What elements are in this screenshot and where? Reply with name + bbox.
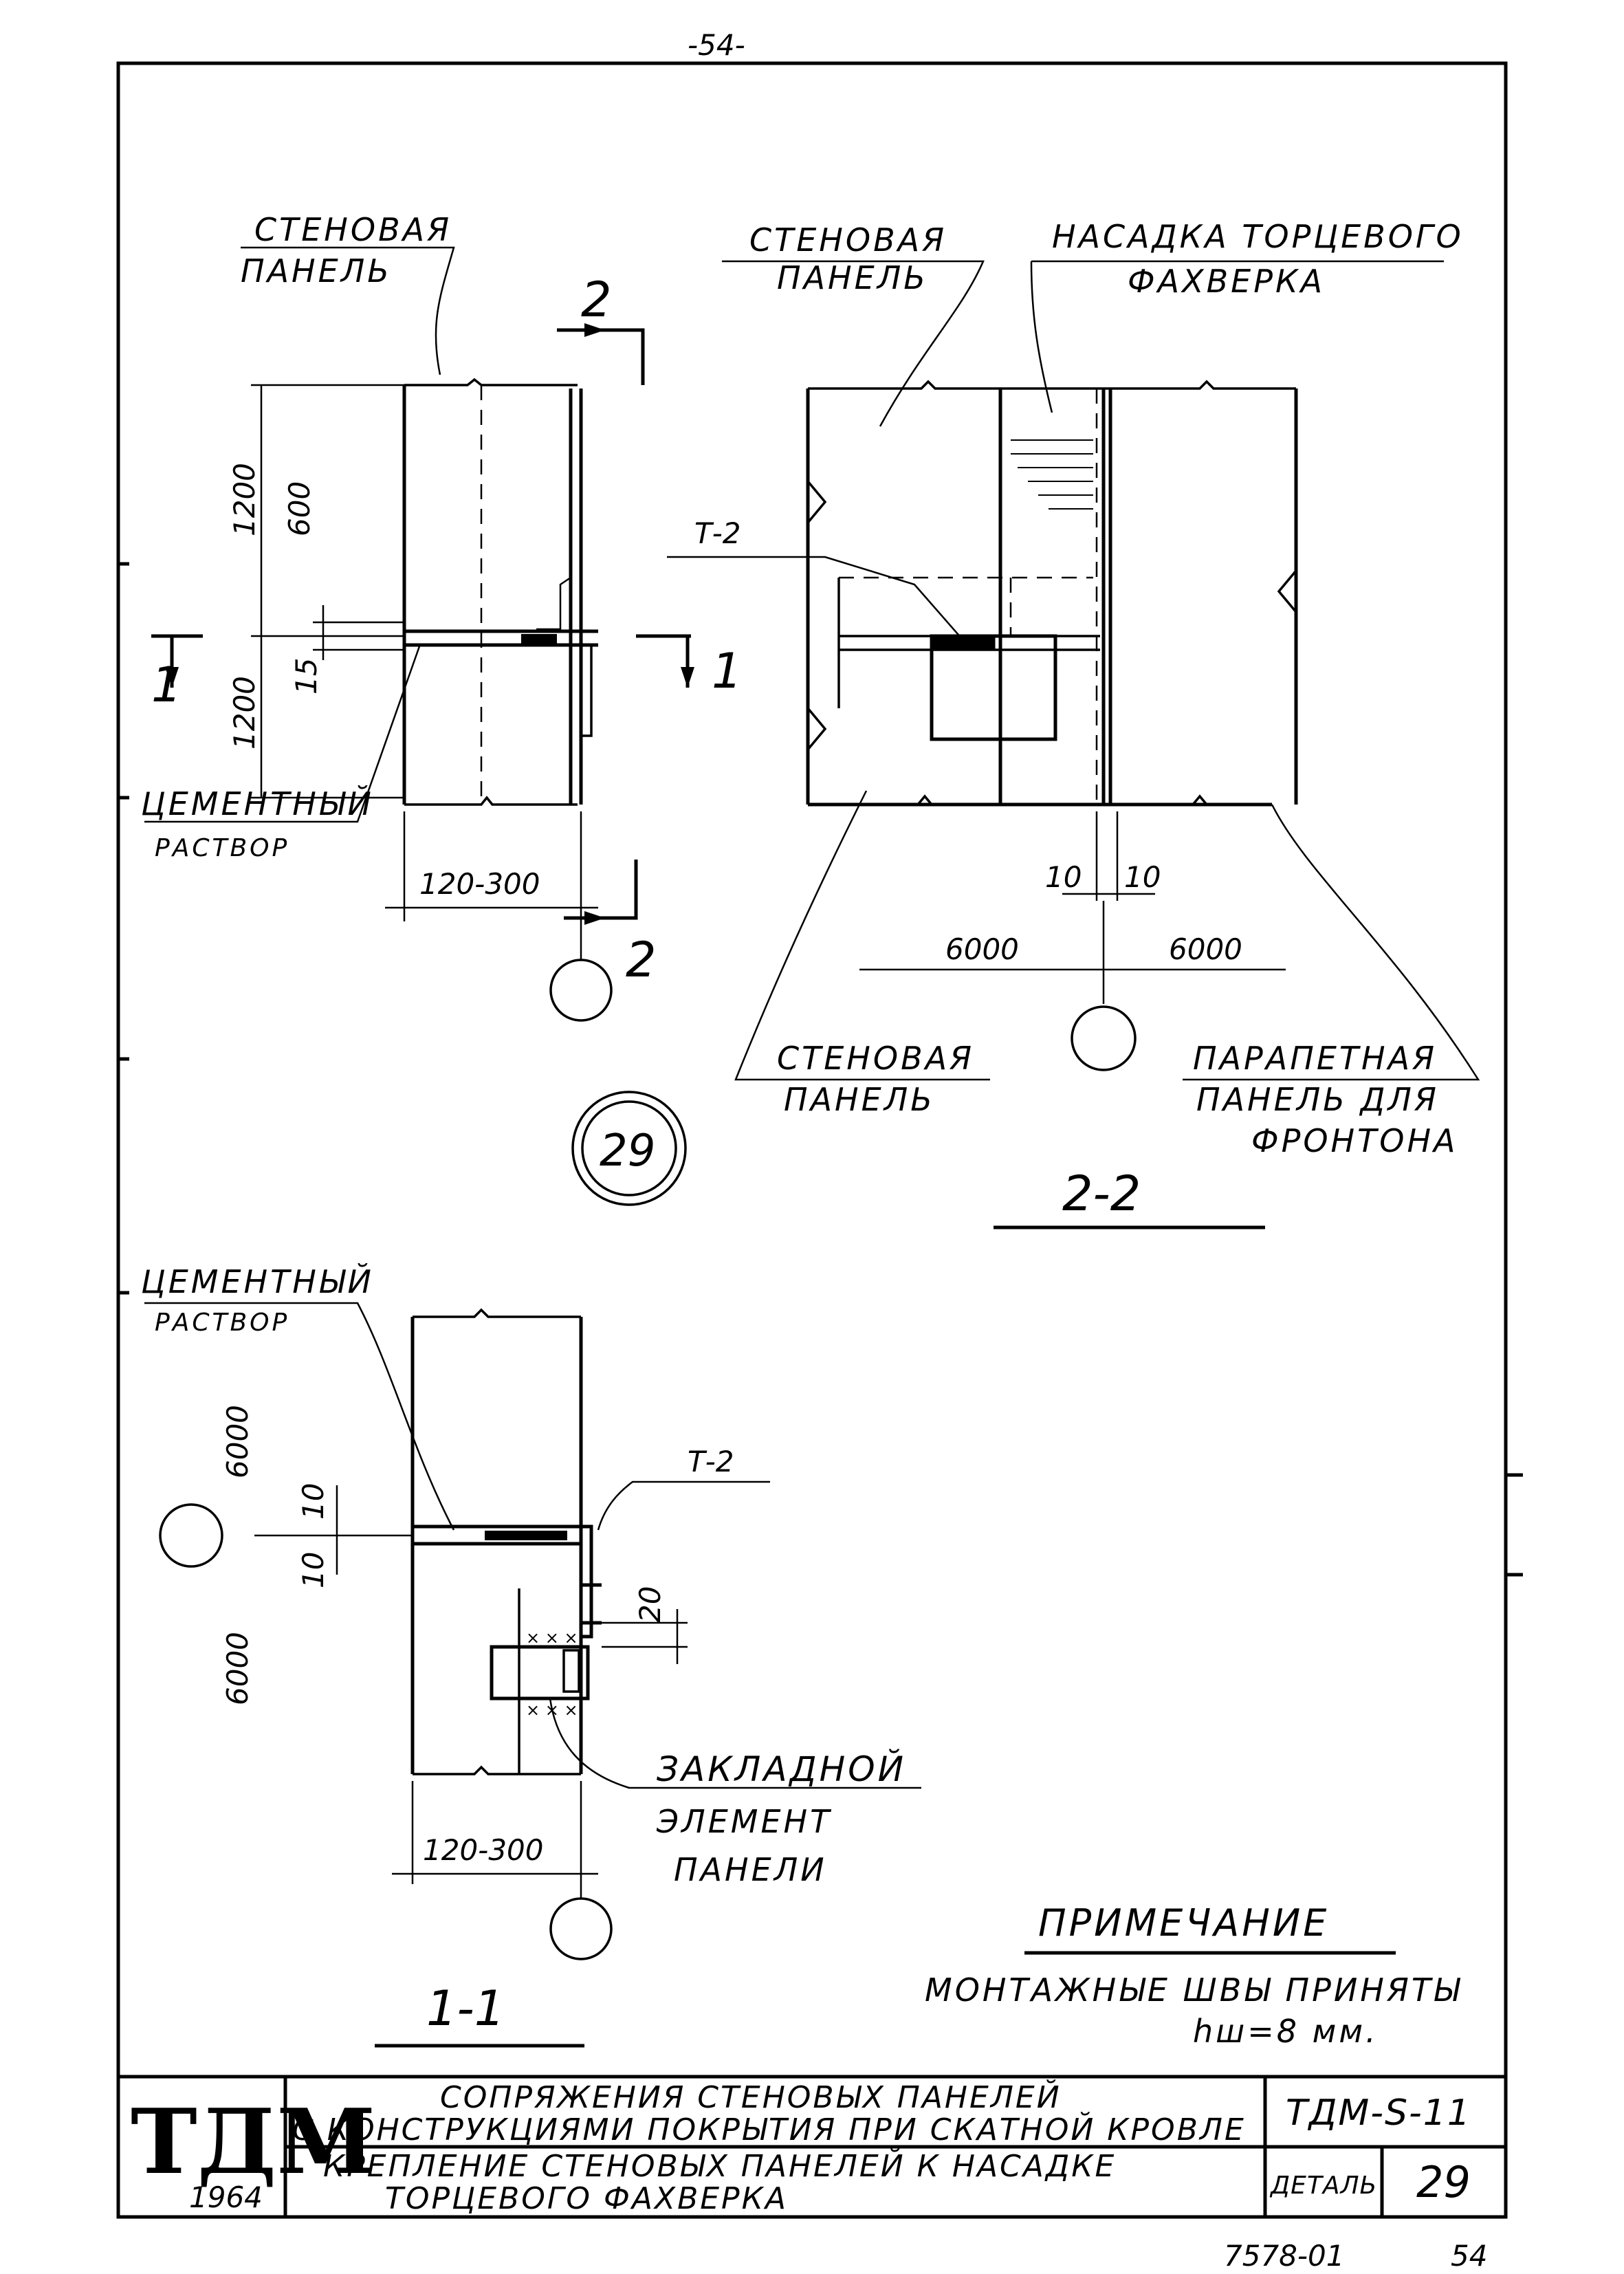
detail-number-circle: 29 [571, 1091, 687, 1206]
axis-bubble-1-1-left [159, 1503, 223, 1568]
label-wall-panel-l2: ПАНЕЛЬ [241, 252, 392, 289]
label-nasadka-l1: НАСАДКА ТОРЦЕВОГО [1052, 218, 1464, 255]
section-title-1-1: 1-1 [426, 1980, 505, 2037]
dim-gap-right: 10 [1124, 860, 1161, 894]
sheet-number-bottom: 54 [1451, 2239, 1487, 2273]
nasadka-hatch [1011, 439, 1093, 510]
section-2-2: Т-2 10 10 6000 6000 СТЕНОВАЯ ПАНЕЛЬ НАСА… [667, 218, 1480, 1229]
label-11-mortar-l2: РАСТВОР [155, 1309, 289, 1337]
note-line-1: МОНТАЖНЫЕ ШВЫ ПРИНЯТЫ [925, 1971, 1462, 2009]
svg-text:29: 29 [600, 1126, 655, 1177]
label-22-wall-bottom-l1: СТЕНОВАЯ [777, 1040, 974, 1077]
dim-6000-bottom: 6000 [221, 1632, 254, 1705]
label-22-wall-top-l1: СТЕНОВАЯ [749, 221, 947, 259]
title-block-code: ТДМ-S-11 [1286, 2092, 1471, 2134]
dim-6000-top: 6000 [221, 1405, 254, 1478]
label-mortar-l2: РАСТВОР [155, 834, 289, 862]
dim-width-top: 120-300 [419, 867, 540, 901]
title-block-detail-label: ДЕТАЛЬ [1269, 2172, 1377, 2200]
cut-mark-2-bottom: 2 [626, 932, 657, 988]
title-line-1: СОПРЯЖЕНИЯ СТЕНОВЫХ ПАНЕЛЕЙ [440, 2079, 1062, 2115]
section-top-left: 1200 600 1200 15 120-300 2 2 1 1 СТЕНОВА… [141, 211, 743, 1022]
section-1-1: × × × × × × 6000 6000 10 10 20 120-300 Ц… [141, 1263, 921, 2048]
svg-text:× × ×: × × × [526, 1628, 578, 1648]
label-11-mortar-l1: ЦЕМЕНТНЫЙ [141, 1263, 374, 1300]
label-embedded-l2: ЭЛЕМЕНТ [656, 1803, 832, 1840]
dim-15: 15 [289, 658, 323, 695]
subtitle-line-1: КРЕПЛЕНИЕ СТЕНОВЫХ ПАНЕЛЕЙ К НАСАДКЕ [323, 2147, 1116, 2184]
axis-bubble-top-left [549, 959, 613, 1022]
cut-mark-1-left: 1 [151, 657, 182, 713]
label-nasadka-l2: ФАХВЕРКА [1128, 263, 1325, 300]
label-embedded-l3: ПАНЕЛИ [674, 1851, 827, 1888]
dim-1200-top: 1200 [228, 463, 261, 536]
note-title: ПРИМЕЧАНИЕ [1038, 1901, 1329, 1945]
label-mortar-l1: ЦЕМЕНТНЫЙ [141, 785, 374, 822]
cut-mark-2-top: 2 [581, 272, 612, 328]
page-number-top: -54- [688, 28, 745, 62]
dim-600: 600 [283, 481, 316, 536]
label-22-wall-bottom-l2: ПАНЕЛЬ [784, 1081, 935, 1118]
label-parapet-l2: ПАНЕЛЬ ДЛЯ [1196, 1081, 1439, 1118]
section-title-2-2: 2-2 [1062, 1166, 1141, 1222]
label-wall-panel-l1: СТЕНОВАЯ [254, 211, 452, 248]
dim-10-top: 10 [296, 1483, 330, 1520]
note-block: ПРИМЕЧАНИЕ МОНТАЖНЫЕ ШВЫ ПРИНЯТЫ hш=8 мм… [925, 1901, 1462, 2050]
label-t2-2-2: Т-2 [694, 516, 741, 550]
dim-span-left: 6000 [945, 932, 1019, 966]
label-parapet-l3: ФРОНТОНА [1251, 1122, 1458, 1159]
embedded-plate-2-2 [930, 634, 1057, 741]
dim-1200-bottom: 1200 [228, 676, 261, 750]
title-block-logo: ТДМ [131, 2089, 375, 2194]
label-parapet-l1: ПАРАПЕТНАЯ [1193, 1040, 1437, 1077]
archive-code: 7578-01 [1224, 2239, 1345, 2273]
cut-mark-1-right: 1 [712, 643, 743, 699]
title-block-detail-number: 29 [1416, 2157, 1471, 2207]
axis-bubble-2-2 [1071, 1005, 1137, 1071]
dim-10-bottom: 10 [296, 1552, 330, 1588]
label-t2-1-1: Т-2 [688, 1445, 734, 1478]
note-line-2: hш=8 мм. [1193, 2013, 1379, 2050]
dim-gap-left: 10 [1045, 860, 1082, 894]
title-line-2: С КОНСТРУКЦИЯМИ ПОКРЫТИЯ ПРИ СКАТНОЙ КРО… [292, 2111, 1246, 2147]
label-embedded-l1: ЗАКЛАДНОЙ [657, 1749, 906, 1789]
label-22-wall-top-l2: ПАНЕЛЬ [777, 259, 928, 296]
axis-bubble-1-1-bottom [549, 1897, 613, 1960]
title-block: ТДМ 1964 СОПРЯЖЕНИЯ СТЕНОВЫХ ПАНЕЛЕЙ С К… [118, 2075, 1506, 2217]
dim-span-right: 6000 [1169, 932, 1242, 966]
subtitle-line-2: ТОРЦЕВОГО ФАХВЕРКА [385, 2181, 788, 2216]
title-block-year: 1964 [189, 2180, 263, 2214]
weld-marks: × × × × × × [526, 1628, 578, 1720]
embedded-element-1-1 [490, 1645, 590, 1701]
frame-edge-ticks [118, 562, 1523, 1577]
dim-20: 20 [633, 1586, 667, 1623]
dim-width-bottom: 120-300 [423, 1833, 544, 1867]
drawing-frame [116, 61, 1508, 2219]
